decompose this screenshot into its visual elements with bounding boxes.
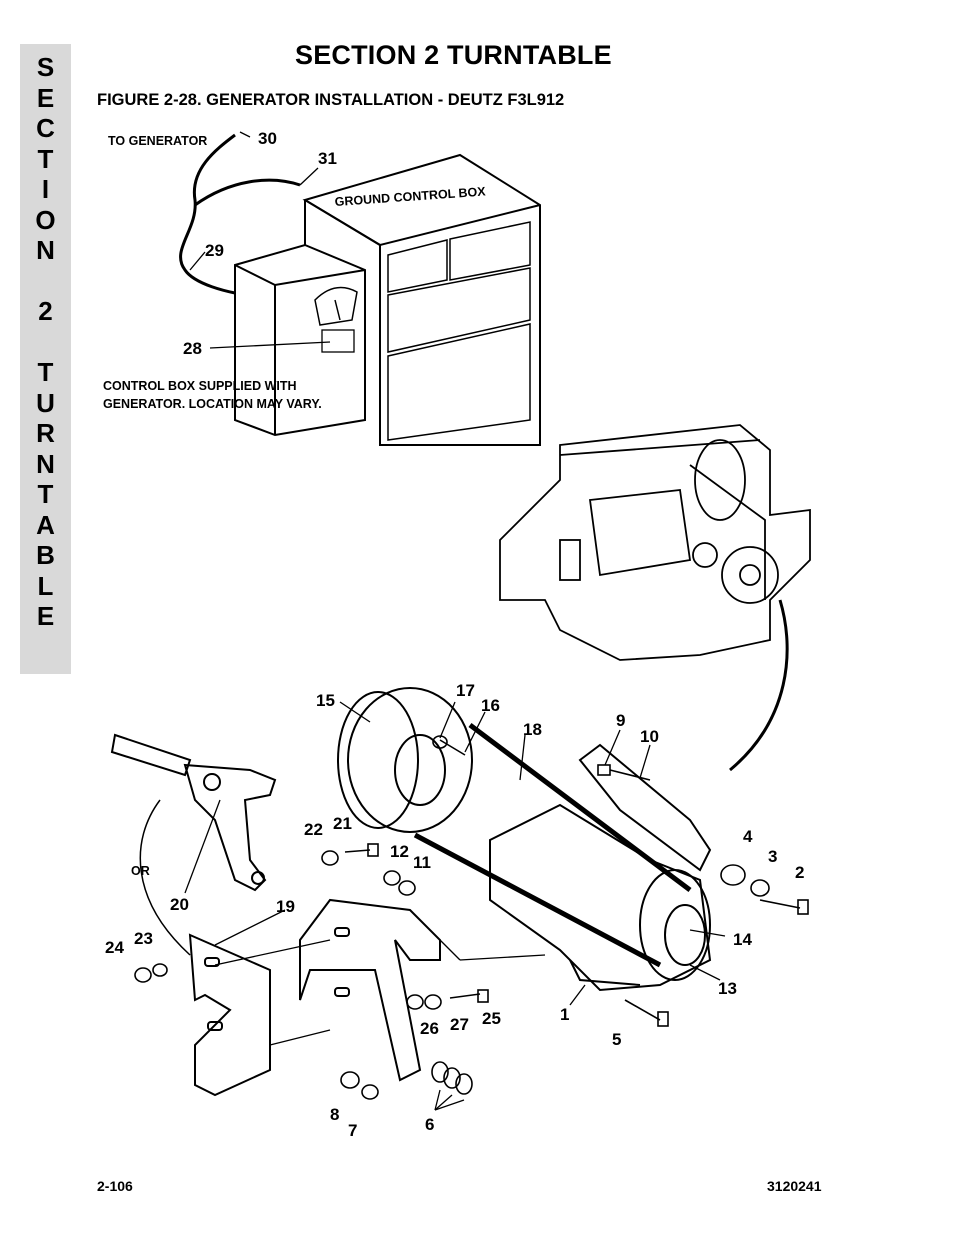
- callout-1: 1: [560, 1005, 569, 1024]
- callout-30: 30: [258, 129, 277, 148]
- engine-drawing: [499, 424, 811, 772]
- callout-11: 11: [413, 853, 431, 872]
- side-tab-letter: T: [37, 143, 54, 174]
- side-tab-letter: T: [37, 479, 54, 509]
- ground-control-box-drawing: [302, 153, 541, 446]
- side-tab-letter: U: [36, 387, 55, 418]
- callout-26: 26: [420, 1019, 439, 1038]
- side-tab-letter: C: [36, 113, 55, 143]
- callout-13: 13: [718, 979, 737, 998]
- figure-title: FIGURE 2-28. GENERATOR INSTALLATION - DE…: [97, 91, 565, 109]
- side-tab-letter: I: [41, 174, 50, 204]
- callout-28: 28: [183, 339, 202, 358]
- callout-24: 24: [105, 938, 124, 957]
- callout-8: 8: [330, 1105, 339, 1124]
- callout-18: 18: [523, 720, 542, 739]
- hardware-drawing: [134, 735, 809, 1100]
- side-tab-letter: A: [36, 509, 55, 540]
- side-tab-letter: E: [36, 82, 55, 113]
- bracket-19-drawing: [299, 898, 441, 1082]
- generator-control-box-drawing: [234, 243, 366, 437]
- callout-9: 9: [616, 711, 625, 730]
- note-or: OR: [131, 864, 150, 878]
- note-to-generator: TO GENERATOR: [108, 134, 207, 148]
- pulley-15-drawing: [337, 687, 473, 833]
- callout-4: 4: [743, 827, 753, 846]
- page-number: 2-106: [97, 1178, 133, 1194]
- mount-bracket-20-drawing: [110, 733, 277, 956]
- callout-25: 25: [482, 1009, 501, 1028]
- callout-15: 15: [316, 691, 335, 710]
- side-tab-letter: N: [36, 448, 55, 479]
- side-tab-letter: 2: [38, 296, 53, 326]
- callout-17: 17: [456, 681, 475, 700]
- callout-21: 21: [333, 814, 352, 833]
- document-number: 3120241: [767, 1178, 822, 1194]
- page-title: SECTION 2 TURNTABLE: [295, 40, 612, 70]
- callout-2: 2: [795, 863, 804, 882]
- callout-3: 3: [768, 847, 777, 866]
- callout-19: 19: [276, 897, 295, 916]
- callout-22: 22: [304, 820, 323, 839]
- side-tab-letter: T: [37, 357, 54, 387]
- note-control-box-line2: GENERATOR. LOCATION MAY VARY.: [103, 397, 322, 411]
- side-tab-letter: E: [36, 601, 55, 631]
- callout-14: 14: [733, 930, 752, 949]
- callout-23: 23: [134, 929, 153, 948]
- side-tab-letter: N: [36, 235, 55, 265]
- note-control-box-line1: CONTROL BOX SUPPLIED WITH: [103, 379, 297, 393]
- callout-12: 12: [390, 842, 409, 861]
- callout-6: 6: [425, 1115, 434, 1134]
- generator-drawing: [489, 743, 712, 992]
- side-tab-letter: R: [36, 418, 55, 448]
- side-tab-letter: S: [36, 52, 55, 82]
- callout-31: 31: [318, 149, 337, 168]
- bracket-plate-drawing: [188, 933, 271, 1097]
- side-tab-letter: B: [36, 540, 55, 570]
- callout-16: 16: [481, 696, 500, 715]
- callout-20: 20: [170, 895, 189, 914]
- callout-27: 27: [450, 1015, 469, 1034]
- callout-10: 10: [640, 727, 659, 746]
- callout-7: 7: [348, 1121, 357, 1140]
- callout-29: 29: [205, 241, 224, 260]
- side-tab-letter: O: [35, 204, 56, 235]
- callout-5: 5: [612, 1030, 621, 1049]
- belt-18-drawing: [413, 723, 692, 968]
- side-tab-letter: L: [37, 570, 54, 601]
